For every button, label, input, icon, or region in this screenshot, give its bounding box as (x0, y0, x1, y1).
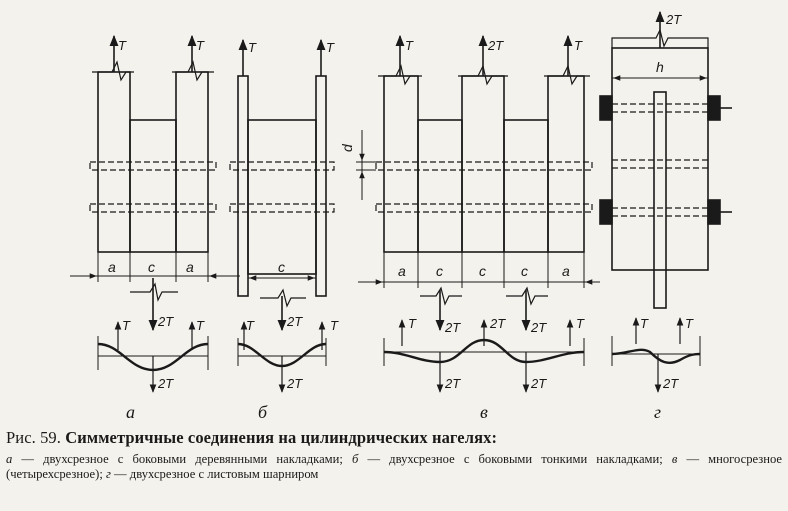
label-t: T (196, 38, 205, 53)
label-dim-c: c (278, 259, 285, 275)
panel-b-thin-plate-right (315, 75, 327, 297)
panel-g-moment-diagram (611, 317, 701, 393)
label-dim-a: a (186, 259, 194, 275)
label-t: T (118, 38, 127, 53)
caption-item-key: б (352, 452, 359, 466)
panel-label-a: а (126, 402, 135, 420)
label-dim-h: h (656, 59, 664, 75)
label-2t: 2T (530, 376, 547, 391)
caption-item-text: двухсрезное с боковыми деревянными накла… (43, 452, 343, 466)
panel-g-nut-bottom-left (599, 199, 613, 225)
label-t: T (640, 316, 649, 331)
panel-v-plank-5 (547, 75, 585, 253)
panel-label-v: в (480, 402, 488, 420)
labels: T T a c a 2T T T 2T а T T c 2T T T 2T б … (108, 12, 694, 420)
label-dim-a: a (398, 263, 406, 279)
caption-title: Рис. 59. Симметричные соединения на цили… (6, 428, 782, 448)
label-t: T (574, 38, 583, 53)
panel-g-nut-top-right (707, 95, 721, 121)
figure-caption: Рис. 59. Симметричные соединения на цили… (6, 428, 782, 482)
figure-drawing: T T a c a 2T T T 2T а T T c 2T T T 2T б … (70, 10, 732, 420)
label-2t: 2T (530, 320, 547, 335)
panel-v-plank-4 (503, 119, 549, 253)
panel-a-joint (70, 34, 240, 332)
panel-g-joint (599, 10, 732, 309)
label-2t: 2T (157, 314, 174, 329)
panel-a-dowel-top (89, 161, 217, 171)
panel-g-timber (611, 47, 709, 271)
panel-a-moment-diagram (97, 321, 209, 393)
label-t: T (196, 318, 205, 333)
panel-v-plank-1 (383, 75, 419, 253)
panel-v-plank-3 (461, 75, 505, 253)
label-dim-a: a (562, 263, 570, 279)
label-2t: 2T (489, 316, 506, 331)
label-t: T (122, 318, 131, 333)
label-2t: 2T (157, 376, 174, 391)
panel-v-moment-diagram (383, 319, 585, 393)
caption-item-key: а (6, 452, 13, 466)
label-2t: 2T (487, 38, 504, 53)
label-2t: 2T (444, 320, 461, 335)
panel-b-dowel-bottom (229, 203, 335, 213)
panel-v-plank-2 (417, 119, 463, 253)
caption-item-key: г (105, 467, 111, 481)
label-dim-d: d (339, 143, 355, 152)
panel-g-nut-top-left (599, 95, 613, 121)
label-2t: 2T (662, 376, 679, 391)
panel-a-middle-plank (129, 119, 177, 253)
label-t: T (685, 316, 694, 331)
caption-item-key: в (671, 452, 678, 466)
label-2t: 2T (286, 376, 303, 391)
label-t: T (248, 40, 257, 55)
label-dim-c: c (479, 263, 486, 279)
caption-item-text: двухсрезное с боковыми тонкими накладкам… (389, 452, 663, 466)
panel-label-g: г (654, 402, 661, 420)
label-t: T (330, 318, 339, 333)
label-t: T (576, 316, 585, 331)
label-dim-a: a (108, 259, 116, 275)
label-t: T (246, 318, 255, 333)
caption-figure-number: Рис. 59. (6, 428, 62, 447)
caption-heading: Симметричные соединения на цилиндрически… (65, 428, 498, 447)
panel-b-dowel-top (229, 161, 335, 171)
label-2t: 2T (665, 12, 682, 27)
panel-v-dowel-top (375, 161, 593, 171)
panel-g-steel-plate (653, 91, 667, 309)
caption-items: а — двухсрезное с боковыми деревянными н… (6, 452, 783, 481)
label-dim-c: c (148, 259, 155, 275)
panel-b-thin-plate-left (237, 75, 249, 297)
label-t: T (326, 40, 335, 55)
label-2t: 2T (286, 314, 303, 329)
label-t: T (408, 316, 417, 331)
panel-b-moment-diagram (237, 321, 327, 393)
panel-v-joint (356, 34, 600, 332)
panel-a-dowel-bottom (89, 203, 217, 213)
label-2t: 2T (444, 376, 461, 391)
panel-g-nut-bottom-right (707, 199, 721, 225)
panel-g-curve (611, 348, 701, 364)
panel-b-middle-plank (247, 119, 317, 275)
label-t: T (405, 38, 414, 53)
label-dim-c: c (436, 263, 443, 279)
panel-v-dowel-bottom (375, 203, 593, 213)
label-dim-c: c (521, 263, 528, 279)
panel-label-b: б (258, 402, 268, 420)
panel-b-joint (229, 38, 335, 332)
caption-item-text: многосрезное (четырехсрезное); (6, 452, 783, 481)
caption-item-text: двухсрезное с листовым шарниром (129, 467, 319, 481)
